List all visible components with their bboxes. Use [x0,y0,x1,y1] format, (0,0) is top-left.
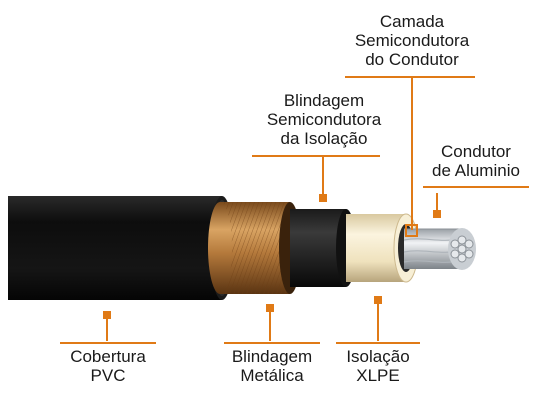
aluminium-conductor [403,228,476,270]
label-overline [336,342,420,344]
label-line: Semicondutora [354,31,470,50]
metallic-shield [208,202,301,294]
label-line: Camada [379,12,445,31]
label-line: Blindagem [283,91,365,110]
label-underline [345,76,475,78]
label-isolacao: Isolação XLPE [332,347,424,385]
label-line: Semicondutora [266,110,382,129]
label-underline [252,155,380,157]
label-line: da Isolação [280,129,368,148]
label-overline [224,342,320,344]
label-line: Blindagem [231,347,313,366]
label-line: Metálica [240,366,304,385]
label-line: XLPE [356,366,400,385]
label-line: PVC [90,366,126,385]
label-blindagem-semicondutora: Blindagem Semicondutora da Isolação [246,91,402,148]
label-line: Isolação [346,347,410,366]
label-underline [423,186,529,188]
label-overline [60,342,156,344]
pvc-jacket [8,196,234,300]
label-line: Condutor [441,142,511,161]
label-line: do Condutor [365,50,459,69]
label-cobertura: Cobertura PVC [55,347,161,385]
label-line: de Aluminio [432,161,520,180]
label-condutor: Condutor de Aluminio [420,142,532,180]
label-blindagem-metalica: Blindagem Metálica [218,347,326,385]
leader-markers [103,194,441,319]
label-line: Cobertura [70,347,146,366]
label-camada-semicondutora: Camada Semicondutora do Condutor [336,12,488,69]
